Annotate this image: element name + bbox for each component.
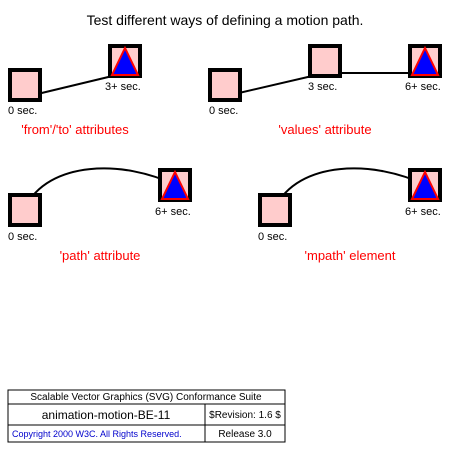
moving-triangle <box>110 45 140 76</box>
mid-box <box>308 44 342 78</box>
panel-values: 0 sec. 3 sec. 6+ sec. 'values' attribute <box>208 44 442 137</box>
start-box <box>258 193 292 227</box>
end-time-label: 6+ sec. <box>405 206 441 218</box>
motion-path-arc <box>274 167 426 209</box>
moving-triangle <box>410 169 440 200</box>
start-time-label: 0 sec. <box>8 105 37 117</box>
start-box <box>208 68 242 102</box>
panel-mpath: 0 sec. 6+ sec. 'mpath' element <box>258 167 442 263</box>
copyright[interactable]: Copyright 2000 W3C. All Rights Reserved. <box>12 429 182 439</box>
caption-values: 'values' attribute <box>278 122 371 137</box>
suite-name: Scalable Vector Graphics (SVG) Conforman… <box>30 392 262 403</box>
start-time-label: 0 sec. <box>8 231 37 243</box>
start-box <box>8 193 42 227</box>
caption-path: 'path' attribute <box>60 248 141 263</box>
end-time-label: 6+ sec. <box>405 81 441 93</box>
page-title: Test different ways of defining a motion… <box>87 12 364 28</box>
conformance-footer: Scalable Vector Graphics (SVG) Conforman… <box>7 389 286 443</box>
caption-mpath: 'mpath' element <box>305 248 396 263</box>
test-name: animation-motion-BE-11 <box>42 408 171 422</box>
end-time-label: 3+ sec. <box>105 81 141 93</box>
start-time-label: 0 sec. <box>258 231 287 243</box>
mid-time-label: 3 sec. <box>308 81 337 93</box>
panel-path: 0 sec. 6+ sec. 'path' attribute <box>8 167 192 263</box>
footer-frame <box>7 389 286 443</box>
moving-triangle <box>410 45 440 76</box>
start-time-label: 0 sec. <box>209 105 238 117</box>
end-time-label: 6+ sec. <box>155 206 191 218</box>
start-box <box>8 68 42 102</box>
motion-path-arc <box>24 167 176 209</box>
revision: $Revision: 1.6 $ <box>209 410 281 421</box>
caption-from-to: 'from'/'to' attributes <box>21 122 129 137</box>
moving-triangle <box>160 169 190 200</box>
panel-from-to: 0 sec. 3+ sec. 'from'/'to' attributes <box>8 44 142 137</box>
release: Release 3.0 <box>218 429 272 440</box>
